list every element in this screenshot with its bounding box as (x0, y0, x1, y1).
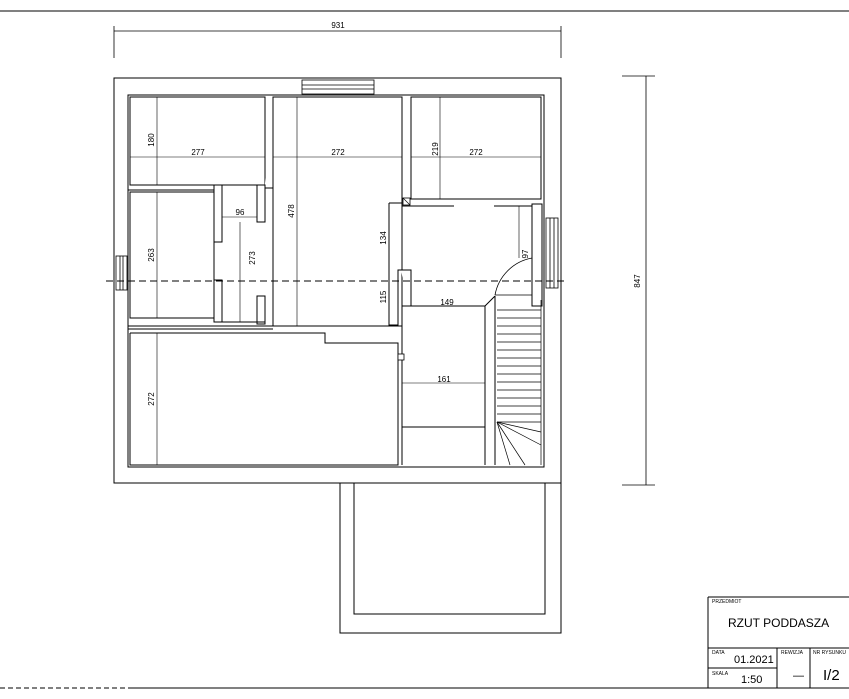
dimension-overall-width (113, 26, 562, 58)
label-overall-width: 931 (331, 21, 345, 30)
door-swing (494, 257, 533, 304)
label-room-top-right-width: 272 (469, 148, 483, 157)
label-overall-height: 847 (633, 274, 642, 288)
title-block-revision-label: REWIZJA (781, 650, 804, 656)
window-top (301, 79, 375, 95)
title-block-title: RZUT PODDASZA (728, 616, 829, 630)
label-room-top-left-width: 277 (191, 148, 205, 157)
title-block-subject-label: PRZEDMIOT (712, 599, 741, 605)
label-room-left-mid-height: 263 (147, 248, 156, 262)
title-block-sheet-value: I/2 (823, 667, 840, 684)
label-room-center-height: 478 (287, 204, 296, 218)
title-block-scale-value: 1:50 (741, 674, 762, 686)
title-block-date-value: 01.2021 (734, 654, 774, 666)
label-bottom-room-height: 272 (147, 392, 156, 406)
interior-walls (128, 96, 543, 466)
title-block-scale-label: SKALA (712, 671, 729, 677)
title-block (707, 596, 849, 688)
window-left (115, 255, 128, 291)
label-bath-width: 149 (440, 298, 454, 307)
title-block-date-label: DATA (712, 650, 725, 656)
terrace (339, 482, 562, 634)
label-bath-lower-width: 161 (437, 375, 451, 384)
dimension-overall-height (622, 75, 655, 486)
label-room-top-center-width: 272 (331, 148, 345, 157)
duct-symbol-2 (397, 353, 405, 361)
label-room-top-right-height: 219 (431, 142, 440, 156)
internal-dimension-lines (130, 97, 541, 465)
window-right (545, 217, 559, 289)
title-block-sheet-label: NR RYSUNKU (813, 650, 846, 656)
label-corridor-width: 96 (236, 208, 245, 217)
label-room-top-left-height: 180 (147, 133, 156, 147)
label-hall-lower: 115 (379, 290, 388, 303)
title-block-revision-value: — (793, 670, 804, 682)
label-hall-upper: 134 (379, 231, 388, 245)
label-corridor-height: 273 (248, 251, 257, 265)
staircase (496, 300, 542, 466)
label-right-wall-seg: 97 (521, 249, 530, 258)
